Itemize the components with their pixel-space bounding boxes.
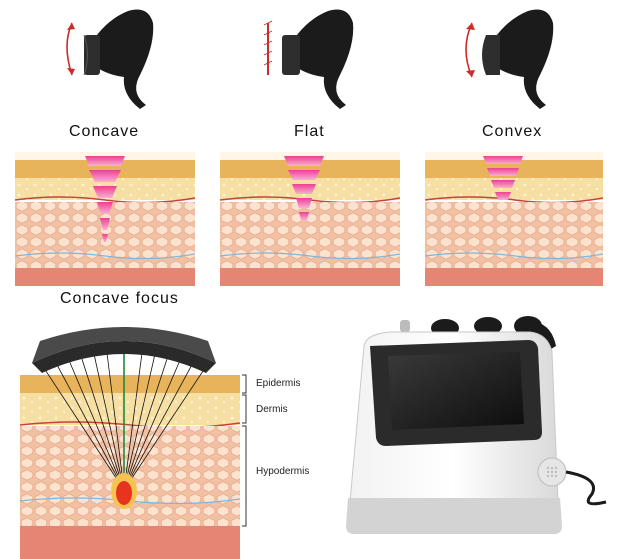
focus-convergence-lines (41, 352, 208, 491)
concave-focus-diagram (20, 327, 247, 559)
hifu-device-illustration (346, 316, 607, 534)
handpiece-label-flat: Flat (294, 123, 325, 140)
layer-brackets (242, 374, 247, 527)
layer-label-epidermis: Epidermis (256, 378, 301, 389)
handpiece-label-convex: Convex (482, 123, 543, 140)
concave-handpiece-illustration (66, 9, 154, 109)
layer-label-dermis: Dermis (256, 404, 288, 415)
concave-focus-title: Concave focus (60, 290, 179, 307)
skin-section-concave (15, 152, 195, 286)
ultrasound-beam-convex (483, 156, 523, 200)
skin-section-convex (425, 152, 603, 286)
ultrasound-beam-concave (85, 156, 125, 242)
flat-handpiece-illustration (263, 9, 354, 109)
convex-handpiece-illustration (465, 9, 554, 109)
handpiece-label-concave: Concave (69, 123, 140, 140)
concave-applicator-face (32, 341, 216, 373)
ultrasound-beam-flat (284, 156, 324, 220)
device-screen (388, 352, 524, 430)
skin-section-flat (220, 152, 400, 286)
layer-label-hypodermis: Hypodermis (256, 466, 310, 477)
